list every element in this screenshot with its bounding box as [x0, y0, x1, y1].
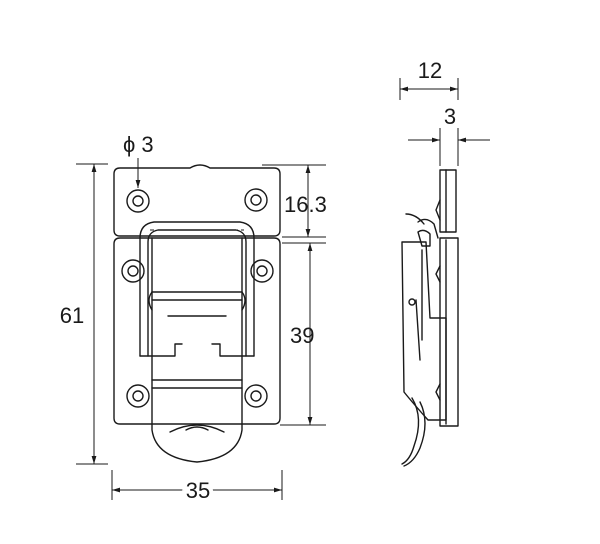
- dim-hole-spacing-main: 39: [280, 242, 326, 426]
- dim-hole-spacing-top: 16.3: [262, 164, 327, 238]
- keeper-hole-right: [244, 188, 268, 212]
- base-hole-upper-left: [121, 259, 145, 283]
- dim-plate-thickness: 3: [408, 104, 490, 166]
- side-depth-label: 12: [418, 58, 442, 83]
- lever: [151, 237, 243, 463]
- dim-overall-width: 35: [111, 470, 283, 507]
- side-lever: [401, 241, 447, 421]
- plate-thickness-label: 3: [444, 104, 456, 129]
- keeper-hole-left: [126, 189, 150, 213]
- side-keeper: [439, 169, 457, 233]
- base-hole-lower-left: [126, 384, 150, 408]
- front-view: 61 ϕ 3 16.3 39 35: [60, 132, 327, 507]
- side-view: 12 3: [399, 58, 490, 467]
- keeper-plate: [113, 164, 281, 237]
- base-hole-lower-right: [244, 384, 268, 408]
- hole-spacing-top-label: 16.3: [284, 192, 327, 217]
- base-hole-upper-right: [250, 259, 274, 283]
- overall-width-label: 35: [186, 478, 210, 503]
- overall-height-label: 61: [60, 303, 84, 328]
- dim-overall-height: 61: [60, 163, 108, 465]
- dim-side-depth: 12: [399, 58, 459, 100]
- dim-hole-diameter: ϕ 3: [123, 132, 154, 188]
- side-base-plate: [439, 237, 459, 427]
- hole-spacing-main-label: 39: [290, 323, 314, 348]
- base-plate: [113, 237, 281, 425]
- hole-diameter-label: ϕ 3: [123, 132, 154, 157]
- wire-bail: [139, 221, 255, 357]
